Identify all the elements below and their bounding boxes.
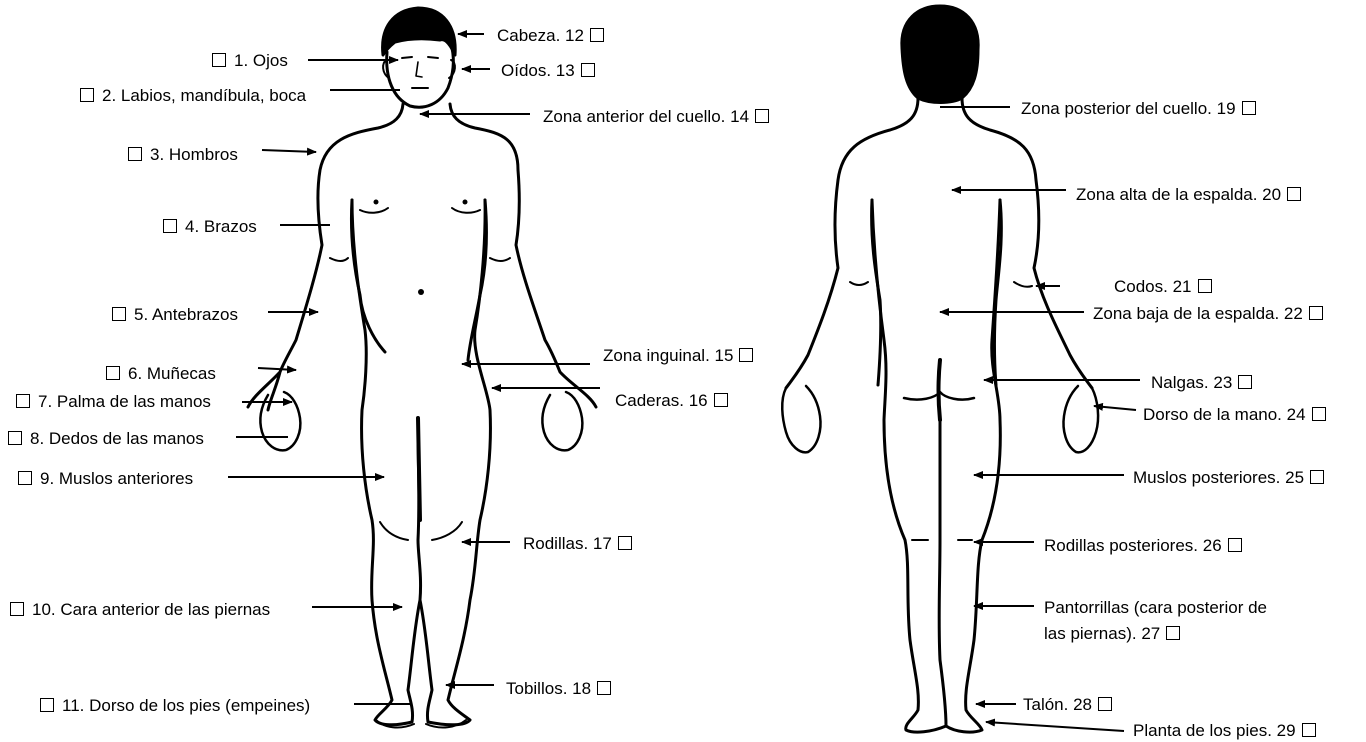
front-right-hand xyxy=(542,392,582,450)
checkbox-21[interactable] xyxy=(1198,279,1212,293)
front-left-hand xyxy=(260,392,300,450)
label-22: Zona baja de la espalda. 22 xyxy=(1093,304,1323,324)
label-4: 4. Brazos xyxy=(163,217,257,237)
label-16: Caderas. 16 xyxy=(615,391,728,411)
label-21: Codos. 21 xyxy=(1114,277,1212,297)
label-13: Oídos. 13 xyxy=(501,61,595,81)
label-27: las piernas). 27 xyxy=(1044,624,1180,644)
label-8: 8. Dedos de las manos xyxy=(8,429,204,449)
checkbox-27[interactable] xyxy=(1166,626,1180,640)
checkbox-3[interactable] xyxy=(128,147,142,161)
arrow-6 xyxy=(258,368,296,370)
front-eyes xyxy=(402,57,438,58)
label-5: 5. Antebrazos xyxy=(112,305,238,325)
front-crotch xyxy=(418,418,420,520)
label-17: Rodillas. 17 xyxy=(523,534,632,554)
label-23: Nalgas. 23 xyxy=(1151,373,1252,393)
label-20: Zona alta de la espalda. 20 xyxy=(1076,185,1301,205)
checkbox-20[interactable] xyxy=(1287,187,1301,201)
checkbox-10[interactable] xyxy=(10,602,24,616)
front-chest xyxy=(360,208,480,213)
label-6: 6. Muñecas xyxy=(106,364,216,384)
label-7: 7. Palma de las manos xyxy=(16,392,211,412)
checkbox-2[interactable] xyxy=(80,88,94,102)
label-1: 1. Ojos xyxy=(212,51,288,71)
checkbox-19[interactable] xyxy=(1242,101,1256,115)
label-19: Zona posterior del cuello. 19 xyxy=(1021,99,1256,119)
label-10: 10. Cara anterior de las piernas xyxy=(10,600,270,620)
label-9: 9. Muslos anteriores xyxy=(18,469,193,489)
label-12: Cabeza. 12 xyxy=(497,26,604,46)
checkbox-24[interactable] xyxy=(1312,407,1326,421)
label-14: Zona anterior del cuello. 14 xyxy=(543,107,769,127)
label-28: Talón. 28 xyxy=(1023,695,1112,715)
back-head xyxy=(902,6,978,103)
arrow-24 xyxy=(1094,406,1136,410)
checkbox-13[interactable] xyxy=(581,63,595,77)
checkbox-18[interactable] xyxy=(597,681,611,695)
label-27a: Pantorrillas (cara posterior de xyxy=(1044,598,1267,618)
front-hair xyxy=(383,8,456,55)
checkbox-7[interactable] xyxy=(16,394,30,408)
checkbox-15[interactable] xyxy=(739,348,753,362)
front-nose xyxy=(416,62,422,77)
label-15: Zona inguinal. 15 xyxy=(603,346,753,366)
checkbox-12[interactable] xyxy=(590,28,604,42)
front-head xyxy=(387,48,454,107)
checkbox-11[interactable] xyxy=(40,698,54,712)
checkbox-9[interactable] xyxy=(18,471,32,485)
back-body-outline xyxy=(786,98,1092,388)
label-24: Dorso de la mano. 24 xyxy=(1143,405,1326,425)
checkbox-16[interactable] xyxy=(714,393,728,407)
arrow-29 xyxy=(986,722,1124,731)
checkbox-23[interactable] xyxy=(1238,375,1252,389)
checkbox-5[interactable] xyxy=(112,307,126,321)
checkbox-17[interactable] xyxy=(618,536,632,550)
checkbox-8[interactable] xyxy=(8,431,22,445)
label-29: Planta de los pies. 29 xyxy=(1133,721,1316,741)
checkbox-26[interactable] xyxy=(1228,538,1242,552)
label-25: Muslos posteriores. 25 xyxy=(1133,468,1324,488)
checkbox-22[interactable] xyxy=(1309,306,1323,320)
checkbox-1[interactable] xyxy=(212,53,226,67)
front-torso-legs xyxy=(352,200,490,725)
label-18: Tobillos. 18 xyxy=(506,679,611,699)
checkbox-25[interactable] xyxy=(1310,470,1324,484)
label-2: 2. Labios, mandíbula, boca xyxy=(80,86,306,106)
checkbox-29[interactable] xyxy=(1302,723,1316,737)
label-26: Rodillas posteriores. 26 xyxy=(1044,536,1242,556)
arrow-3 xyxy=(262,150,316,152)
label-3: 3. Hombros xyxy=(128,145,238,165)
label-11: 11. Dorso de los pies (empeines) xyxy=(40,696,310,716)
checkbox-4[interactable] xyxy=(163,219,177,233)
checkbox-14[interactable] xyxy=(755,109,769,123)
checkbox-6[interactable] xyxy=(106,366,120,380)
checkbox-28[interactable] xyxy=(1098,697,1112,711)
